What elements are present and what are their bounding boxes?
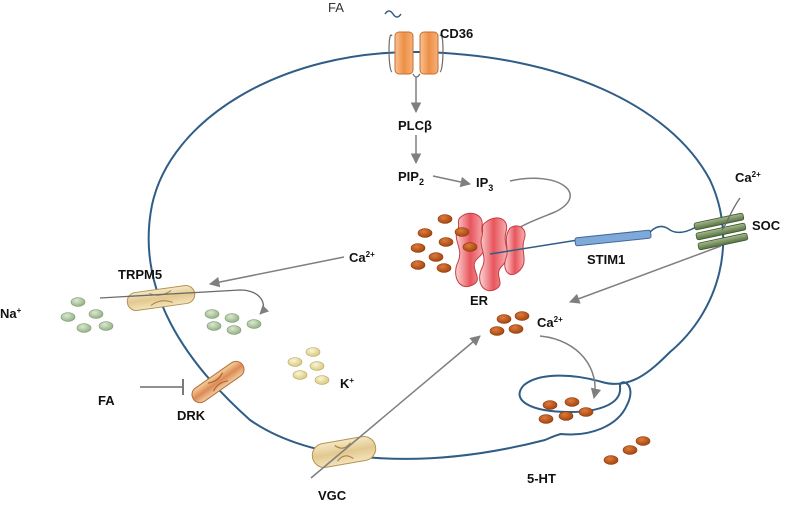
fa-squiggle-top [384, 10, 402, 18]
vgc-label: VGC [318, 488, 347, 503]
arrow-ca-trpm5 [208, 256, 345, 288]
ca-cell-label: Ca2+ [537, 315, 563, 330]
arrow-soc-cytosol-ca [569, 245, 722, 304]
soc-label: SOC [752, 218, 781, 233]
drk-label: DRK [177, 408, 206, 423]
endoplasmic-reticulum [455, 212, 526, 292]
fa-left-label: FA [98, 393, 115, 408]
na-label: Na+ [0, 306, 22, 321]
potassium-cluster [287, 347, 330, 385]
fa-top-label: FA [328, 0, 344, 15]
cd36-receptor [388, 31, 444, 78]
stim1-body [574, 229, 652, 247]
ca-mid-label: Ca2+ [349, 250, 375, 265]
vesicle-granules [538, 397, 594, 424]
vgc-channel [311, 436, 377, 468]
plcb-label: PLCβ [398, 118, 432, 133]
cd36-label: CD36 [440, 26, 473, 41]
stim1-coil [649, 225, 697, 234]
ip3-label: IP3 [476, 175, 493, 193]
extracellular-na-cluster [60, 297, 114, 333]
ca-soc-label: Ca2+ [735, 170, 761, 185]
soc-channel [693, 197, 749, 251]
stim1-tether [489, 239, 579, 255]
er-label: ER [470, 293, 489, 308]
stim1-label: STIM1 [587, 252, 625, 267]
cytosolic-calcium-cluster [489, 311, 530, 336]
released-5ht-granules [603, 436, 651, 465]
er-calcium-cluster [410, 214, 478, 273]
trpm5-channel [126, 285, 196, 311]
arrow-ca-vesicle [539, 335, 602, 400]
arrow-pip2-ip3 [432, 175, 472, 188]
intracellular-na-cluster [204, 309, 262, 335]
5ht-label: 5-HT [527, 471, 556, 486]
trpm5-na-flow-curve [99, 289, 270, 315]
drk-channel [191, 360, 245, 404]
arrow-vgc-cytosol-ca [310, 335, 481, 479]
trpm5-label: TRPM5 [118, 267, 162, 282]
pip2-label: PIP2 [398, 169, 424, 187]
k-label: K+ [340, 376, 354, 391]
